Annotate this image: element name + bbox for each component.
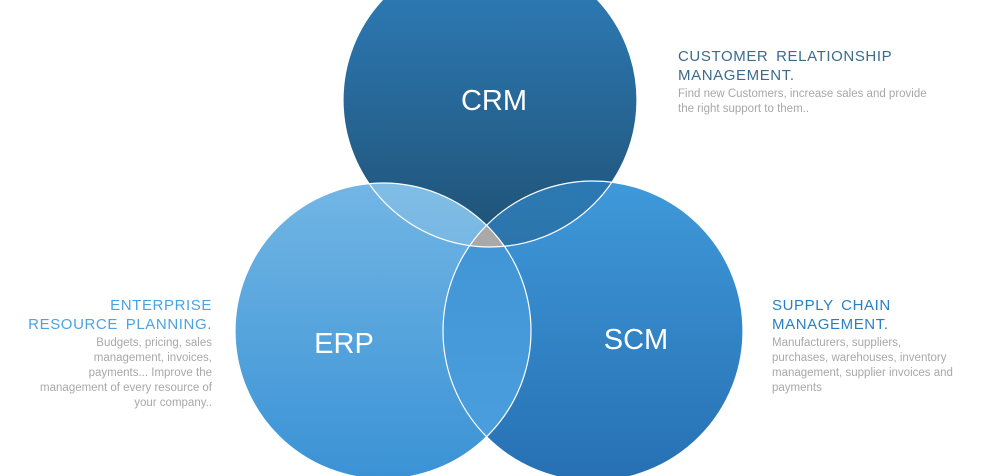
crm-desc-line: the right support to them.. <box>678 103 810 115</box>
erp-heading: ENTERPRISE RESOURCE PLANNING. <box>0 296 212 334</box>
erp-desc: Budgets, pricing, sales management, invo… <box>0 336 212 411</box>
scm-desc-line: payments <box>772 382 822 394</box>
scm-description: SUPPLY CHAIN MANAGEMENT. Manufacturers, … <box>772 296 998 396</box>
crm-desc: Find new Customers, increase sales and p… <box>678 87 978 117</box>
erp-description: ENTERPRISE RESOURCE PLANNING. Budgets, p… <box>0 296 212 411</box>
scm-label: SCM <box>604 324 668 356</box>
erp-desc-line: your company.. <box>134 397 212 409</box>
crm-label: CRM <box>461 85 527 117</box>
erp-desc-line: management, invoices, <box>93 352 212 364</box>
erp-desc-line: payments... Improve the <box>88 367 212 379</box>
crm-heading: CUSTOMER RELATIONSHIP MANAGEMENT. <box>678 47 978 85</box>
crm-description: CUSTOMER RELATIONSHIP MANAGEMENT. Find n… <box>678 47 978 117</box>
scm-heading-line: MANAGEMENT. <box>772 316 889 333</box>
scm-desc-line: management, supplier invoices and <box>772 367 953 379</box>
erp-desc-line: Budgets, pricing, sales <box>96 337 212 349</box>
scm-heading-line: SUPPLY CHAIN <box>772 297 891 314</box>
erp-circle <box>235 183 531 476</box>
scm-desc: Manufacturers, suppliers, purchases, war… <box>772 336 998 396</box>
scm-circle <box>443 181 743 476</box>
crm-desc-line: Find new Customers, increase sales and p… <box>678 88 927 100</box>
scm-desc-line: Manufacturers, suppliers, <box>772 337 902 349</box>
scm-desc-line: purchases, warehouses, inventory <box>772 352 947 364</box>
erp-desc-line: management of every resource of <box>40 382 212 394</box>
scm-heading: SUPPLY CHAIN MANAGEMENT. <box>772 296 998 334</box>
erp-heading-line: RESOURCE PLANNING. <box>28 316 212 333</box>
erp-heading-line: ENTERPRISE <box>110 297 212 314</box>
circle-outlines <box>234 0 744 476</box>
crm-heading-line: CUSTOMER RELATIONSHIP <box>678 48 893 65</box>
erp-label: ERP <box>314 328 374 360</box>
crm-heading-line: MANAGEMENT. <box>678 67 795 84</box>
